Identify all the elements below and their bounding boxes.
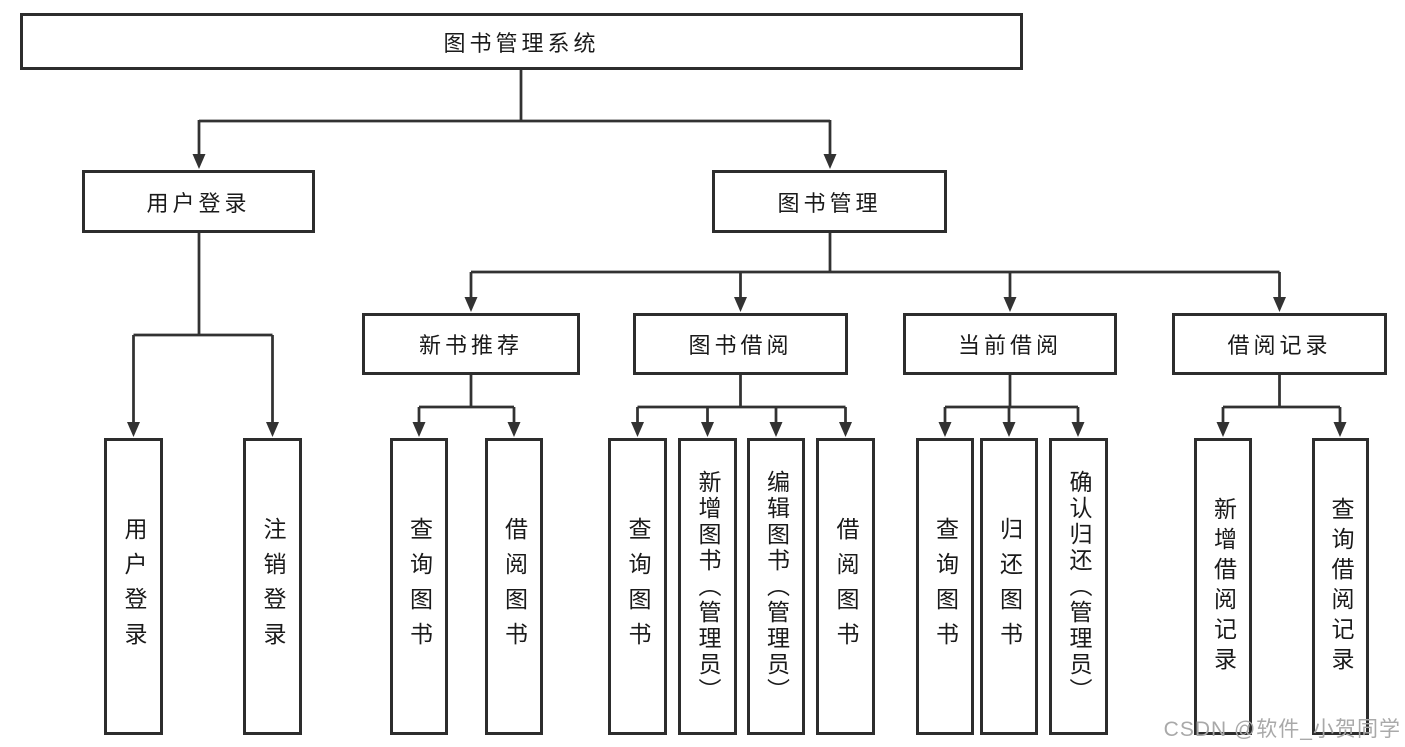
node-library-system-root: 图书管理系统 (20, 13, 1023, 70)
node-book-borrow-label: 图书借阅 (688, 333, 793, 358)
leaf-add-borrow-record: 新增借阅记录 (1194, 438, 1252, 735)
leaf-borrow-book-recommend-label: 借阅图书 (501, 516, 528, 657)
leaf-query-borrow-record-label: 查询借阅记录 (1328, 496, 1354, 677)
node-user-login: 用户登录 (82, 170, 315, 233)
leaf-return-book: 归还图书 (980, 438, 1038, 735)
node-library-system-root-label: 图书管理系统 (443, 30, 600, 56)
leaf-query-book-recommend-label: 查询图书 (406, 516, 433, 657)
leaf-borrow-book-recommend: 借阅图书 (485, 438, 543, 735)
leaf-logout: 注销登录 (243, 438, 302, 735)
node-borrow-records: 借阅记录 (1172, 313, 1387, 375)
leaf-user-login-label: 用户登录 (121, 516, 147, 657)
node-borrow-records-label: 借阅记录 (1227, 333, 1332, 358)
leaf-query-book-current-label: 查询图书 (932, 516, 959, 657)
leaf-user-login: 用户登录 (104, 438, 163, 735)
node-user-login-label: 用户登录 (146, 190, 251, 216)
leaf-edit-book-admin-label: 编辑图书（管理员） (763, 469, 790, 704)
leaf-add-borrow-record-label: 新增借阅记录 (1210, 496, 1237, 677)
node-book-management-label: 图书管理 (777, 190, 882, 216)
leaf-query-book-borrow: 查询图书 (608, 438, 667, 735)
leaf-borrow-book: 借阅图书 (816, 438, 875, 735)
node-new-book-recommend: 新书推荐 (362, 313, 580, 375)
leaf-add-book-admin: 新增图书（管理员） (678, 438, 737, 735)
node-book-management: 图书管理 (712, 170, 947, 233)
leaf-edit-book-admin: 编辑图书（管理员） (747, 438, 805, 735)
leaf-confirm-return-admin-label: 确认归还（管理员） (1066, 469, 1092, 704)
leaf-query-book-borrow-label: 查询图书 (625, 516, 651, 657)
csdn-watermark: CSDN @软件_小贺同学 (1163, 718, 1401, 741)
node-current-borrow: 当前借阅 (903, 313, 1117, 375)
leaf-borrow-book-label: 借阅图书 (833, 516, 859, 657)
leaf-logout-label: 注销登录 (260, 516, 286, 657)
node-book-borrow: 图书借阅 (633, 313, 848, 375)
node-current-borrow-label: 当前借阅 (957, 333, 1062, 358)
leaf-add-book-admin-label: 新增图书（管理员） (695, 469, 721, 704)
node-new-book-recommend-label: 新书推荐 (418, 333, 523, 358)
leaf-query-book-current: 查询图书 (916, 438, 974, 735)
leaf-query-book-recommend: 查询图书 (390, 438, 448, 735)
leaf-confirm-return-admin: 确认归还（管理员） (1049, 438, 1108, 735)
leaf-query-borrow-record: 查询借阅记录 (1312, 438, 1369, 735)
leaf-return-book-label: 归还图书 (996, 516, 1023, 657)
